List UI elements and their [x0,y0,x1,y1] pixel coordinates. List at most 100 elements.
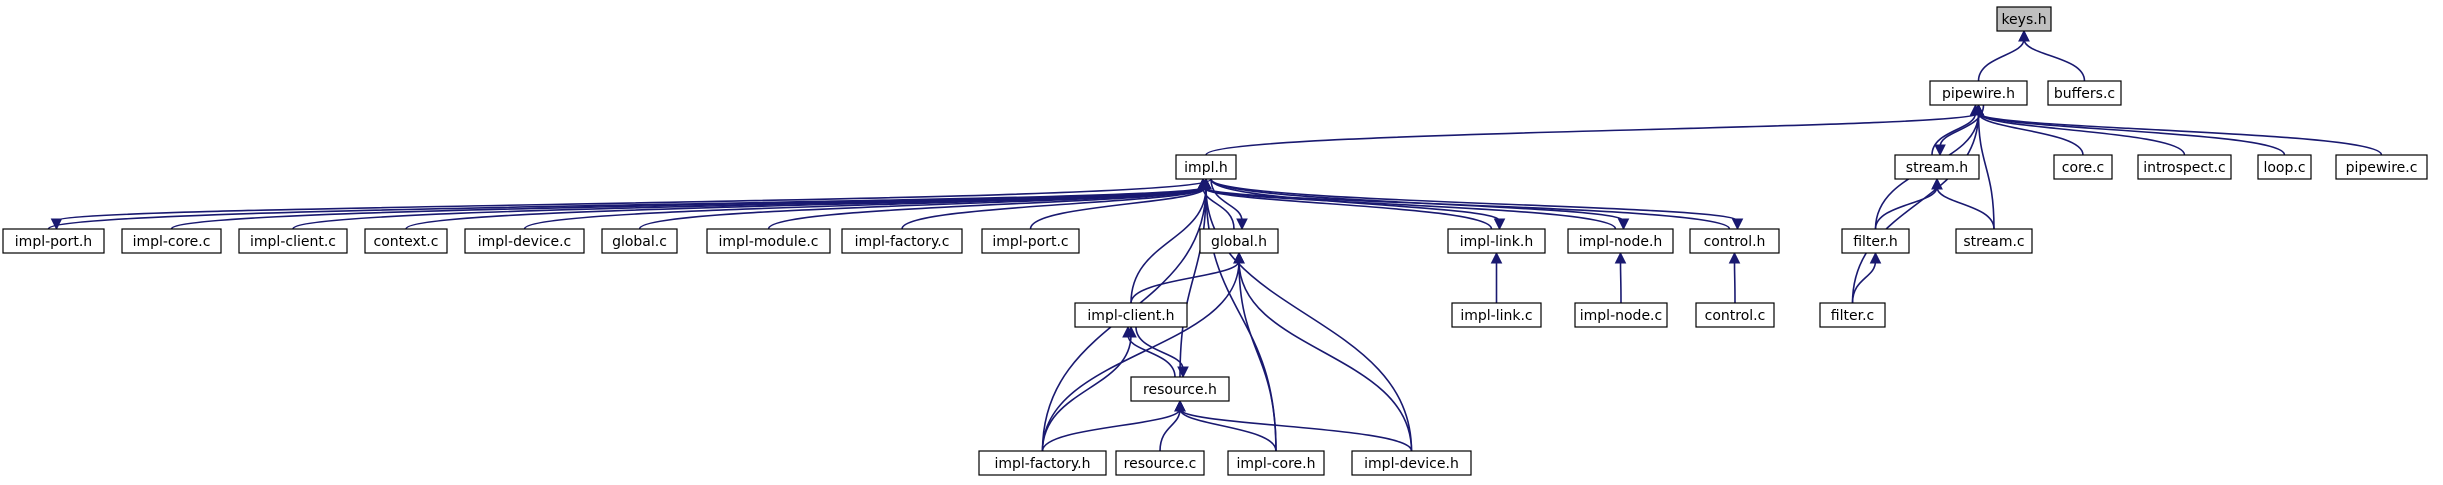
node-impl-port-h[interactable]: impl-port.h [2,228,105,254]
node-label: impl-port.h [15,234,92,250]
node-global-h[interactable]: global.h [1199,228,1279,254]
edge-global_h-impl_device_h [1233,251,1413,452]
node-box[interactable] [1351,450,1472,476]
node-impl-link-h[interactable]: impl-link.h [1447,228,1546,254]
node-box[interactable] [1996,6,2052,32]
node-box[interactable] [2,228,105,254]
node-box[interactable] [706,228,831,254]
node-box[interactable] [841,228,963,254]
node-impl-h[interactable]: impl.h [1175,154,1237,180]
node-resource-h[interactable]: resource.h [1130,376,1230,402]
node-box[interactable] [1819,302,1886,328]
edge-line [1202,186,1235,230]
edge-line [1238,260,1413,452]
node-impl-device-h[interactable]: impl-device.h [1351,450,1472,476]
node-box[interactable] [1574,302,1668,328]
node-box[interactable] [2053,154,2113,180]
node-impl-factory-c[interactable]: impl-factory.c [841,228,963,254]
node-loop-c[interactable]: loop.c [2257,154,2312,180]
node-label: global.c [612,234,667,250]
node-impl-port-c[interactable]: impl-port.c [981,228,1080,254]
node-box[interactable] [1199,228,1279,254]
node-impl-node-c[interactable]: impl-node.c [1574,302,1668,328]
node-resource-c[interactable]: resource.c [1115,450,1205,476]
node-box[interactable] [978,450,1107,476]
node-impl-module-c[interactable]: impl-module.c [706,228,831,254]
node-box[interactable] [1841,228,1910,254]
node-stream-c[interactable]: stream.c [1955,228,2033,254]
node-global-c[interactable]: global.c [601,228,678,254]
node-box[interactable] [1929,80,2028,106]
edge-line [1179,408,1413,452]
node-box[interactable] [2257,154,2312,180]
arrowhead [1233,251,1245,264]
node-box[interactable] [1451,302,1542,328]
node-impl-core-h[interactable]: impl-core.h [1227,450,1325,476]
edge-resource_h-impl_core_h [1174,399,1277,452]
edge-line [292,186,1207,230]
node-label: context.c [374,234,439,250]
node-label: buffers.c [2054,86,2115,102]
node-keys-h[interactable]: keys.h [1996,6,2052,32]
edge-line [1179,408,1277,452]
node-core-c[interactable]: core.c [2053,154,2113,180]
node-box[interactable] [464,228,585,254]
node-label: pipewire.c [2346,160,2418,176]
node-buffers-c[interactable]: buffers.c [2047,80,2122,106]
node-introspect-c[interactable]: introspect.c [2137,154,2232,180]
node-control-h[interactable]: control.h [1689,228,1780,254]
node-box[interactable] [1447,228,1546,254]
node-impl-device-c[interactable]: impl-device.c [464,228,585,254]
node-impl-core-c[interactable]: impl-core.c [121,228,222,254]
node-label: control.c [1705,308,1766,324]
edge-impl_port_h-impl_h [50,178,1212,231]
node-stream-h[interactable]: stream.h [1894,154,1980,180]
node-box[interactable] [2137,154,2232,180]
node-box[interactable] [1894,154,1980,180]
node-box[interactable] [1175,154,1237,180]
node-pipewire-c[interactable]: pipewire.c [2335,154,2428,180]
node-box[interactable] [238,228,348,254]
edge-impl_client_h-impl_factory_h [1041,325,1137,452]
edge-stream_h-stream_c [1931,177,1995,230]
node-box[interactable] [1695,302,1775,328]
node-impl-node-h[interactable]: impl-node.h [1567,228,1674,254]
node-box[interactable] [1955,228,2033,254]
node-impl-client-h[interactable]: impl-client.h [1074,302,1188,328]
node-box[interactable] [1115,450,1205,476]
edge-line [1977,38,2025,82]
edge-line [1210,178,1243,222]
edge-pipewire_h-stream_c [1972,103,1995,230]
node-box[interactable] [601,228,678,254]
node-control-c[interactable]: control.c [1695,302,1775,328]
edge-line [1874,186,1938,230]
node-filter-c[interactable]: filter.c [1819,302,1886,328]
node-box[interactable] [1130,376,1230,402]
edge-line [1041,260,1240,452]
node-box[interactable] [121,228,222,254]
node-impl-link-c[interactable]: impl-link.c [1451,302,1542,328]
node-filter-h[interactable]: filter.h [1841,228,1910,254]
edge-line [1851,260,1877,304]
edge-line [1733,260,1736,304]
node-box[interactable] [2047,80,2122,106]
node-box[interactable] [1689,228,1780,254]
node-impl-client-c[interactable]: impl-client.c [238,228,348,254]
node-box[interactable] [1567,228,1674,254]
node-box[interactable] [1074,302,1188,328]
node-box[interactable] [981,228,1080,254]
node-box[interactable] [1227,450,1325,476]
node-box[interactable] [364,228,448,254]
node-context-c[interactable]: context.c [364,228,448,254]
arrowhead [1493,218,1506,231]
edge-impl_link_h-impl_link_c [1490,251,1503,304]
node-impl-factory-h[interactable]: impl-factory.h [978,450,1107,476]
node-label: impl.h [1184,160,1228,176]
node-box[interactable] [2335,154,2428,180]
edge-stream_h-pipewire_h [1934,104,1985,157]
edge-control_h-control_c [1728,251,1741,304]
edge-control_h-impl_h [1210,178,1744,231]
arrowhead [1972,103,1985,116]
node-pipewire-h[interactable]: pipewire.h [1929,80,2028,106]
